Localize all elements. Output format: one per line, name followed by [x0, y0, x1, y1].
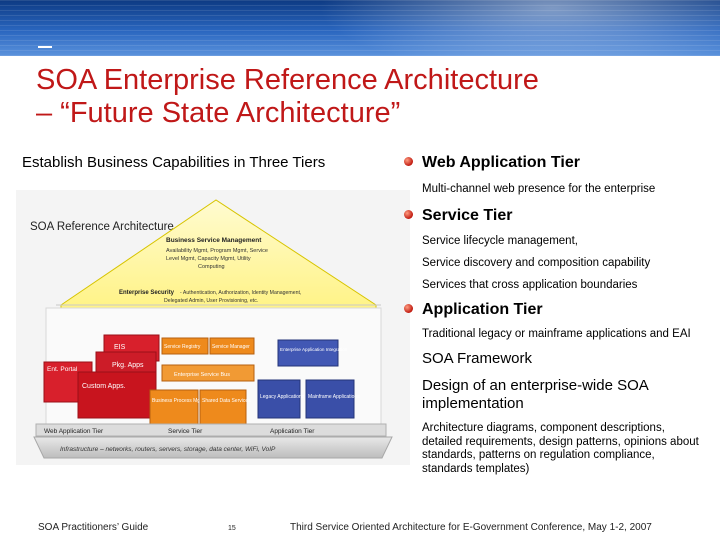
box-enterprise-service-bus-label: Enterprise Service Bus	[174, 372, 230, 378]
box-mainframe-applications	[305, 379, 355, 419]
tier-label-service: Service Tier	[168, 428, 203, 435]
box-ent-portal-label: Ent. Portal	[47, 366, 78, 373]
web-tier-detail: Multi-channel web presence for the enter…	[422, 183, 656, 195]
box-eai	[277, 339, 339, 367]
box-eis-label: EIS	[114, 344, 126, 351]
box-service-manager-label: Service Manager	[212, 344, 250, 350]
box-service-registry-label: Service Registry	[164, 344, 201, 350]
banner-dash	[38, 46, 52, 48]
bullet-service-tier-label: Service Tier	[422, 207, 513, 224]
footer-left: SOA Practitioners’ Guide	[38, 522, 149, 533]
box-shared-data-services	[199, 389, 247, 425]
service-tier-detail-2: Service discovery and composition capabi…	[422, 257, 651, 269]
tier-label-application: Application Tier	[270, 428, 315, 435]
box-eai-label: Enterprise Application Integration	[280, 347, 348, 352]
enterprise-security-desc-2: Delegated Admin, User Provisioning, etc.	[164, 298, 258, 304]
bullet-web-application-tier: Web Application Tier	[404, 153, 708, 173]
box-custom-apps	[77, 371, 157, 419]
tier-label-strip	[35, 423, 387, 437]
service-tier-detail-3: Services that cross application boundari…	[422, 279, 638, 291]
box-enterprise-service-bus	[161, 364, 255, 382]
bullet-service-tier: Service Tier	[404, 206, 708, 226]
slide-subtitle: Establish Business Capabilities in Three…	[22, 154, 326, 171]
bullet-icon	[404, 210, 413, 219]
bullet-icon	[404, 157, 413, 166]
bullet-web-application-tier-label: Web Application Tier	[422, 154, 580, 171]
box-custom-apps-label: Custom Apps.	[82, 383, 126, 390]
box-business-process-mgr	[149, 389, 199, 425]
bullet-application-tier-label: Application Tier	[422, 301, 543, 318]
diagram-heading: SOA Reference Architecture	[30, 221, 174, 233]
slide-title: SOA Enterprise Reference Architecture – …	[36, 64, 696, 130]
business-service-mgmt-desc-2: Level Mgmt, Capacity Mgmt, Utility	[166, 256, 251, 262]
enterprise-security-title: Enterprise Security	[119, 290, 175, 296]
soa-framework-design: Design of an enterprise-wide SOA impleme…	[422, 377, 648, 412]
title-line-2: – “Future State Architecture”	[36, 97, 401, 129]
enterprise-security-desc-1: - Authentication, Authorization, Identit…	[180, 290, 301, 296]
box-business-process-mgr-label: Business Process Mgr.	[152, 398, 203, 404]
footer-page-number: 15	[228, 525, 236, 532]
service-tier-detail-1: Service lifecycle management,	[422, 235, 578, 247]
bullet-icon	[404, 304, 413, 313]
soa-reference-architecture-diagram: SOA Reference Architecture Business Serv…	[16, 190, 410, 465]
box-shared-data-services-label: Shared Data Services	[202, 398, 251, 404]
bullet-column: Web Application Tier Multi-channel web p…	[404, 152, 708, 476]
infrastructure-label: Infrastructure – networks, routers, serv…	[60, 446, 276, 453]
box-legacy-applications	[257, 379, 301, 419]
box-pkg-apps-label: Pkg. Apps	[112, 362, 144, 369]
box-mainframe-applications-label: Mainframe Applications	[308, 394, 360, 400]
banner-stripes	[0, 0, 720, 56]
title-line-1: SOA Enterprise Reference Architecture	[36, 64, 539, 96]
soa-framework-details: Architecture diagrams, component descrip…	[422, 422, 699, 475]
header-banner	[0, 0, 720, 56]
business-service-mgmt-desc-3: Computing	[198, 264, 225, 270]
application-tier-detail: Traditional legacy or mainframe applicat…	[422, 328, 691, 340]
infrastructure-base	[33, 436, 393, 459]
business-service-mgmt-desc-1: Availability Mgmt, Program Mgmt, Service	[166, 248, 268, 254]
footer-right: Third Service Oriented Architecture for …	[290, 522, 652, 533]
box-service-registry	[161, 337, 209, 355]
box-service-manager	[209, 337, 255, 355]
tier-label-web: Web Application Tier	[44, 428, 104, 435]
box-legacy-applications-label: Legacy Applications	[260, 394, 305, 400]
bullet-application-tier: Application Tier	[404, 300, 708, 320]
soa-framework-heading: SOA Framework	[422, 350, 533, 367]
business-service-mgmt-title: Business Service Management	[166, 237, 262, 244]
banner-glow	[300, 0, 720, 56]
